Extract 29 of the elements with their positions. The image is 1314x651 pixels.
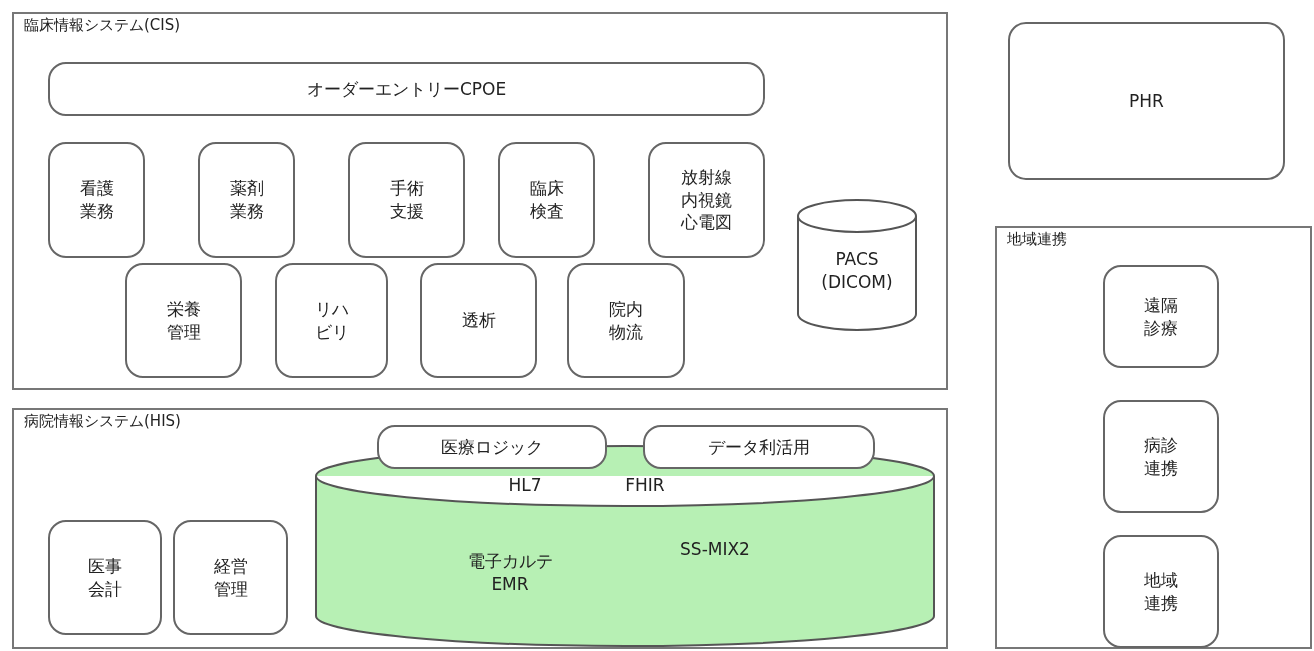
rounded-box: 放射線内視鏡心電図 [648, 142, 765, 258]
rounded-box: 地域連携 [1103, 535, 1219, 648]
system-panel [12, 408, 948, 649]
cylinder-label: FHIR [624, 474, 666, 497]
panel-heading: 病院情報システム(HIS) [24, 412, 181, 431]
rounded-box: 看護業務 [48, 142, 145, 258]
rounded-box: 院内物流 [567, 263, 685, 378]
cylinder-label: HL7 [507, 474, 543, 497]
rounded-box: 手術支援 [348, 142, 465, 258]
cylinder-label: PACS (DICOM) [820, 248, 894, 294]
rounded-box: 臨床検査 [498, 142, 595, 258]
cylinder-label: SS-MIX2 [679, 538, 751, 561]
system-panel [995, 226, 1312, 649]
rounded-box: データ利活用 [643, 425, 875, 469]
rounded-box: 経営管理 [173, 520, 288, 635]
rounded-box: PHR [1008, 22, 1285, 180]
rounded-box: 遠隔診療 [1103, 265, 1219, 368]
cylinder-label: 電子カルテ EMR [466, 550, 554, 596]
system-panel [12, 12, 948, 390]
rounded-box: 薬剤業務 [198, 142, 295, 258]
rounded-box: 病診連携 [1103, 400, 1219, 513]
rounded-box: 栄養管理 [125, 263, 242, 378]
rounded-box: リハビリ [275, 263, 388, 378]
panel-heading: 臨床情報システム(CIS) [24, 16, 181, 35]
panel-heading: 地域連携 [1007, 230, 1067, 249]
rounded-box: オーダーエントリーCPOE [48, 62, 765, 116]
rounded-box: 医事会計 [48, 520, 162, 635]
rounded-box: 医療ロジック [377, 425, 607, 469]
rounded-box: 透析 [420, 263, 537, 378]
